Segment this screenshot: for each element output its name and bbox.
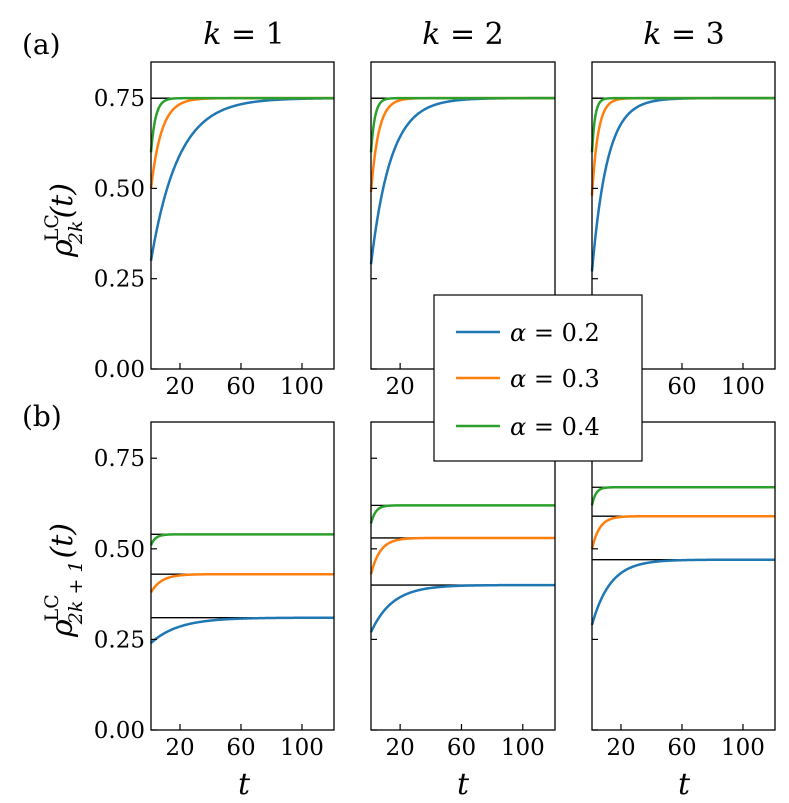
series-line-1 — [369, 96, 555, 265]
series-line-1 — [590, 558, 775, 626]
column-title-k2: k = 2 — [422, 17, 503, 52]
xtick-label: 100 — [280, 374, 324, 400]
series-line-2 — [149, 572, 334, 593]
ytick-label: 0.00 — [94, 718, 145, 744]
ytick-label: 0.25 — [94, 267, 145, 293]
ytick-label: 0.75 — [94, 86, 145, 112]
panel-b-k3: 20 60 100 — [590, 421, 776, 761]
xtick-label: 100 — [280, 735, 324, 761]
xlabel-col1: t — [238, 767, 251, 802]
panel-label-a: (a) — [22, 28, 61, 61]
xtick-label: 20 — [165, 735, 194, 761]
series-line-1 — [590, 96, 775, 272]
ytick-label: 0.50 — [94, 537, 145, 563]
ytick-label: 0.75 — [94, 446, 145, 472]
legend-entry-alpha-0.4: α = 0.4 — [510, 413, 600, 441]
legend: α = 0.2 α = 0.3 α = 0.4 — [433, 294, 643, 462]
xlabel-col2: t — [457, 767, 470, 802]
xtick-label: 100 — [501, 735, 545, 761]
panel-b-k2: 20 60 100 — [369, 421, 556, 761]
series-line-3 — [590, 485, 775, 506]
series-line-2 — [369, 96, 555, 193]
column-title-k3: k = 3 — [643, 17, 724, 52]
xlabel-col3: t — [678, 767, 691, 802]
xtick-label: 60 — [447, 735, 476, 761]
xtick-label: 20 — [165, 374, 194, 400]
xtick-label: 60 — [226, 735, 255, 761]
panel-a-k1: 0.00 0.25 0.50 0.75 20 60 100 — [94, 61, 335, 400]
series-line-3 — [149, 533, 334, 546]
legend-entry-alpha-0.2: α = 0.2 — [510, 319, 600, 347]
series-line-2 — [590, 96, 775, 196]
axes-frame — [150, 61, 335, 370]
series-line-1 — [150, 616, 334, 644]
axes-frame — [591, 421, 776, 731]
series-line-3 — [369, 504, 555, 524]
xtick-label: 60 — [667, 735, 696, 761]
xtick-label: 20 — [606, 735, 635, 761]
ytick-label: 0.50 — [94, 176, 145, 202]
xtick-label: 100 — [721, 374, 765, 400]
series-line-1 — [149, 97, 335, 261]
series-line-2 — [590, 514, 775, 550]
ytick-label: 0.00 — [94, 357, 145, 383]
ytick-label: 0.25 — [94, 627, 145, 653]
xtick-label: 60 — [226, 374, 255, 400]
series-line-3 — [369, 96, 555, 153]
axes-frame — [150, 421, 335, 731]
series-line-2 — [369, 536, 555, 575]
plot-panels: 0.000.250.500.752060100206010020601000.0… — [94, 61, 776, 761]
panel-label-b: (b) — [22, 400, 62, 433]
panel-b-k1: 0.00 0.25 0.50 0.75 20 60 100 — [94, 421, 335, 761]
axes-frame — [370, 421, 556, 731]
series-line-3 — [149, 96, 334, 153]
xtick-label: 60 — [667, 374, 696, 400]
xtick-label: 100 — [721, 735, 765, 761]
xtick-label: 20 — [385, 735, 414, 761]
series-line-1 — [369, 583, 555, 633]
series-line-3 — [590, 96, 775, 153]
series-line-2 — [149, 96, 334, 189]
axes-frame — [591, 61, 776, 370]
legend-entry-alpha-0.3: α = 0.3 — [510, 365, 600, 393]
column-title-k1: k = 1 — [203, 17, 284, 52]
xtick-label: 20 — [385, 374, 414, 400]
